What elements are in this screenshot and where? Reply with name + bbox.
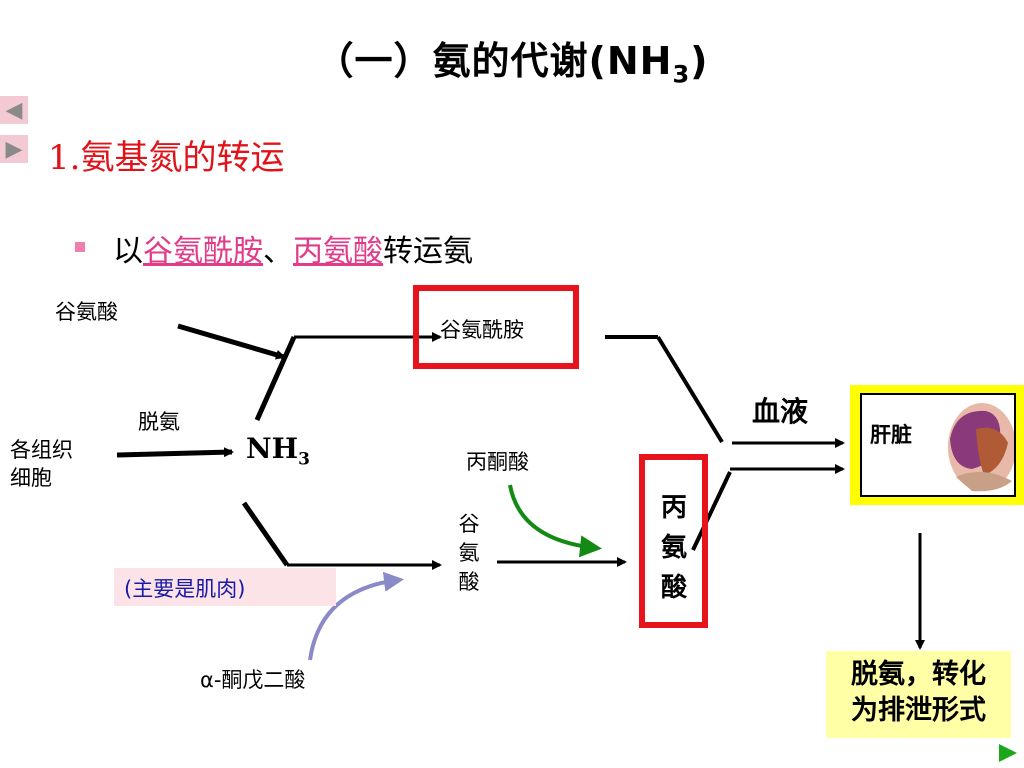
nh3-main: NH: [246, 432, 299, 465]
play-arrow-icon: ▶: [5, 136, 23, 162]
bullet-text: 以谷氨酰胺、丙氨酸转运氨: [113, 226, 473, 270]
prev-slide-button[interactable]: ◀: [0, 96, 28, 124]
result-line-1: 脱氨，转化: [851, 659, 986, 690]
title-text: （一）氨的代谢(NH: [315, 39, 673, 83]
liver-box: 肝脏: [850, 385, 1024, 505]
bullet-icon: [75, 242, 85, 252]
blood-label: 血液: [752, 395, 809, 428]
liver-label: 肝脏: [870, 423, 912, 447]
glutamine-box: [413, 285, 579, 369]
prev-arrow-icon: ◀: [5, 97, 23, 123]
glutamine-to-blood-diagonal: [656, 335, 724, 444]
bullet-separator: 、: [263, 234, 293, 269]
glutamate-label: 谷氨酸: [55, 300, 118, 324]
bullet-suffix: 转运氨: [383, 234, 473, 269]
alanine-link[interactable]: 丙氨酸: [293, 234, 383, 269]
glutamine-label: 谷氨酰胺: [440, 318, 524, 342]
next-section-button[interactable]: ▶: [0, 135, 28, 163]
alpha-kg-curved-arrow: [308, 571, 404, 661]
liver-icon: [948, 403, 1014, 492]
tissue-cells-line2: 细胞: [10, 466, 52, 490]
next-slide-button[interactable]: [994, 741, 1022, 765]
title-close: ): [690, 39, 709, 83]
page-title: （一）氨的代谢(NH3): [0, 30, 1024, 89]
alanine-box: [639, 454, 708, 628]
section-heading: 1.氨基氮的转运: [48, 138, 285, 178]
deamination-label: 脱氨: [138, 410, 180, 434]
bullet-prefix: 以: [113, 234, 143, 269]
pyruvate-curved-arrow: [508, 484, 602, 558]
muscle-note: (主要是肌肉): [114, 568, 336, 606]
tissue-cells-line1: 各组织: [10, 438, 73, 462]
glutamate-vertical-label: 谷 氨 酸: [458, 510, 480, 597]
pyruvate-label: 丙酮酸: [466, 450, 529, 474]
nh3-sub: 3: [298, 449, 310, 470]
glutamate-arrow: [177, 323, 286, 360]
alanine-char-1: 丙: [660, 493, 687, 523]
liver-panel: 肝脏: [860, 393, 1016, 497]
alanine-to-blood-diagonal: [691, 471, 732, 551]
glutamine-link[interactable]: 谷氨酰胺: [143, 234, 263, 269]
upper-branch-diagonal: [254, 335, 297, 422]
result-line-2: 为排泄形式: [851, 695, 986, 726]
alanine-char-2: 氨: [660, 533, 687, 563]
glutamate-char-2: 氨: [458, 541, 480, 565]
alanine-vertical-label: 丙 氨 酸: [659, 488, 689, 608]
result-box: 脱氨，转化 为排泄形式: [826, 651, 1011, 738]
next-arrow-icon: [999, 744, 1017, 762]
title-subscript: 3: [672, 60, 691, 89]
nh3-label: NH3: [246, 432, 310, 470]
lower-branch-diagonal: [241, 501, 290, 567]
tissue-cells-label: 各组织 细胞: [10, 436, 73, 492]
tissue-to-nh3-arrow: [116, 447, 234, 458]
glutamate-char-1: 谷: [458, 512, 480, 536]
alanine-char-3: 酸: [660, 573, 687, 603]
glutamate-char-3: 酸: [458, 570, 480, 594]
alpha-ketoglutarate-label: α-酮戊二酸: [200, 668, 306, 692]
